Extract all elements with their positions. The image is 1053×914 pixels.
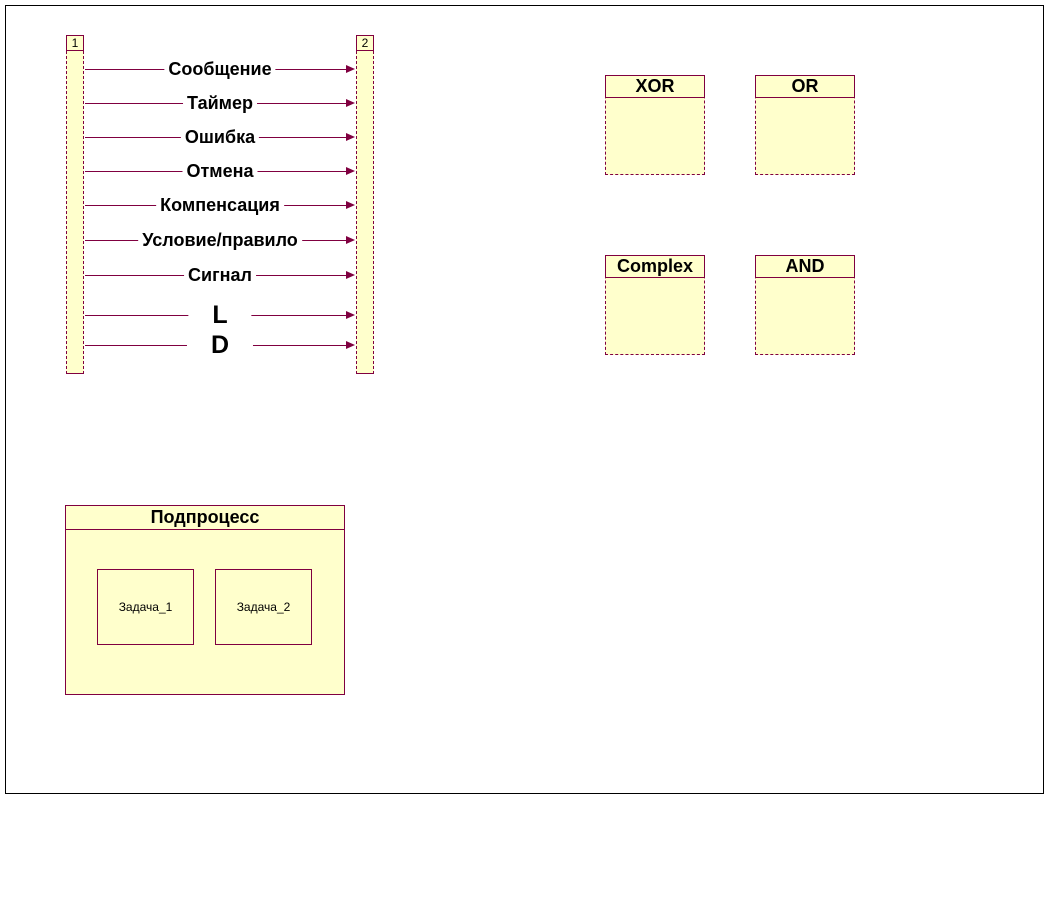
arrowhead-icon xyxy=(346,271,355,279)
gateway-and[interactable]: AND xyxy=(755,255,855,355)
lifeline-2-end xyxy=(356,373,374,374)
message-label: L xyxy=(188,301,252,329)
task-1-label: Задача_1 xyxy=(118,600,173,614)
gateway-or-title: OR xyxy=(755,75,855,98)
message-label: Сигнал xyxy=(184,264,256,286)
lifeline-1-label: 1 xyxy=(71,36,79,50)
lifeline-1-body xyxy=(66,51,84,374)
lifeline-1-head[interactable]: 1 xyxy=(66,35,84,51)
diagram-frame xyxy=(5,5,1044,794)
gateway-complex[interactable]: Complex xyxy=(605,255,705,355)
lifeline-2-label: 2 xyxy=(361,36,369,50)
arrowhead-icon xyxy=(346,99,355,107)
arrowhead-icon xyxy=(346,167,355,175)
message-label: Сообщение xyxy=(164,58,276,80)
arrowhead-icon xyxy=(346,65,355,73)
lifeline-2-body xyxy=(356,51,374,374)
gateway-xor-title: XOR xyxy=(605,75,705,98)
message-label: Условие/правило xyxy=(138,229,302,251)
lifeline-1-end xyxy=(66,373,84,374)
subprocess[interactable]: Подпроцесс Задача_1 Задача_2 xyxy=(65,505,345,695)
arrowhead-icon xyxy=(346,311,355,319)
gateway-complex-title: Complex xyxy=(605,255,705,278)
message-label: Ошибка xyxy=(180,126,260,148)
lifeline-2-head[interactable]: 2 xyxy=(356,35,374,51)
gateway-and-title: AND xyxy=(755,255,855,278)
task-1[interactable]: Задача_1 xyxy=(97,569,194,645)
gateway-or[interactable]: OR xyxy=(755,75,855,175)
arrowhead-icon xyxy=(346,236,355,244)
task-2[interactable]: Задача_2 xyxy=(215,569,312,645)
message-label: D xyxy=(186,331,254,359)
message-label: Отмена xyxy=(182,160,258,182)
arrowhead-icon xyxy=(346,201,355,209)
subprocess-title: Подпроцесс xyxy=(66,506,344,530)
task-2-label: Задача_2 xyxy=(236,600,291,614)
arrowhead-icon xyxy=(346,341,355,349)
arrowhead-icon xyxy=(346,133,355,141)
message-label: Компенсация xyxy=(156,194,284,216)
message-label: Таймер xyxy=(183,92,257,114)
gateway-xor[interactable]: XOR xyxy=(605,75,705,175)
